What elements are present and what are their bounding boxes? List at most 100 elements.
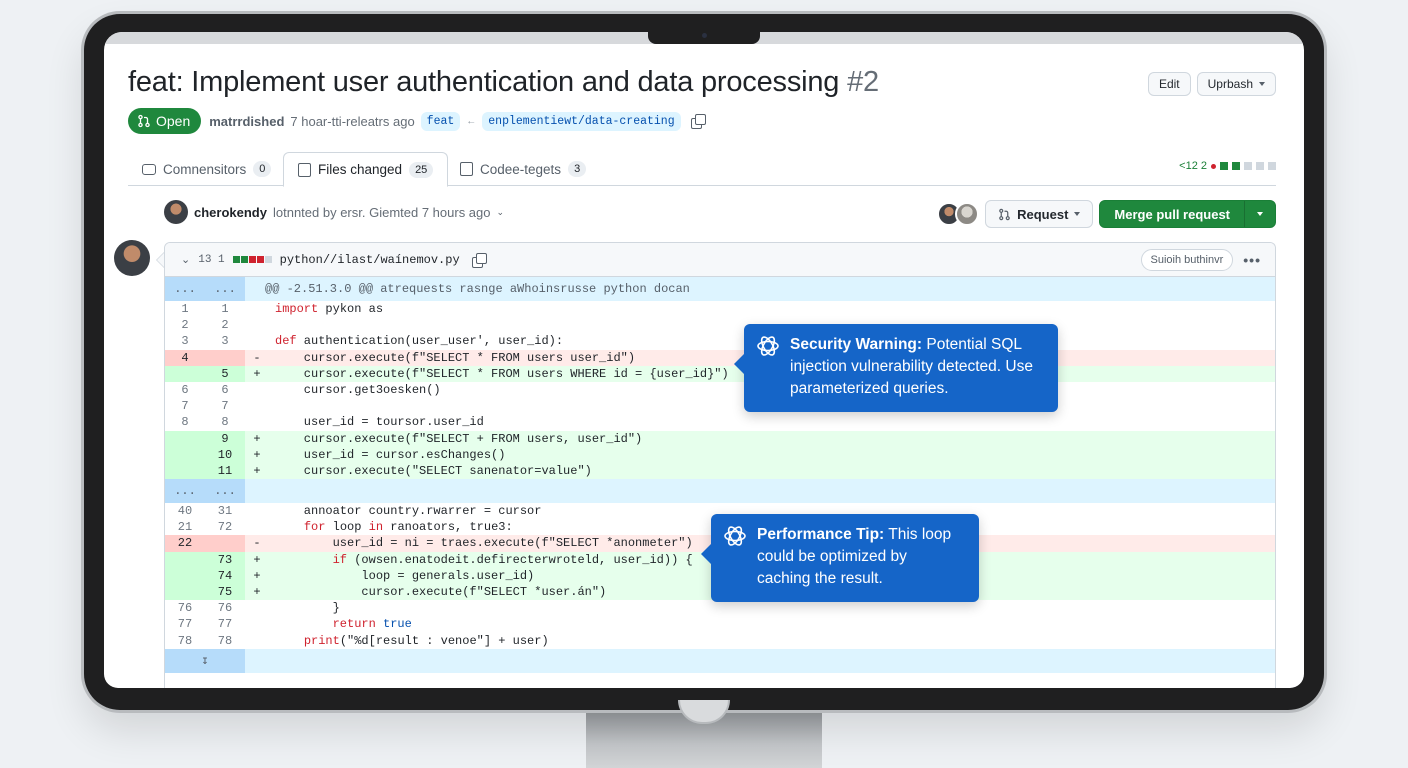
merge-pull-request-button[interactable]: Merge pull request [1100, 201, 1245, 227]
base-branch[interactable]: feat [420, 111, 461, 131]
reviewer-name[interactable]: cherokendy [194, 204, 267, 220]
callout-title: Security Warning: [790, 336, 923, 353]
new-line-number[interactable]: 10 [205, 446, 245, 463]
comment-pointer [156, 252, 164, 268]
edit-label: Edit [1158, 77, 1180, 91]
head-branch[interactable]: enplementiewt/data-creating [482, 111, 681, 131]
page-title: feat: Implement user authentication and … [128, 66, 1276, 99]
copy-path-icon[interactable] [471, 252, 487, 268]
old-line-number[interactable] [165, 462, 205, 480]
new-line-number[interactable] [205, 349, 245, 366]
old-line-number[interactable]: 77 [177, 617, 193, 632]
review-bar: cherokendy lotnnted by ersr. Giemted 7 h… [164, 200, 1276, 228]
performance-tip-callout: Performance Tip: This loop could be opti… [701, 514, 979, 602]
old-line-number[interactable] [165, 567, 205, 584]
merge-area: Request Merge pull request [937, 200, 1276, 228]
old-line-number[interactable] [165, 430, 205, 447]
code-dropdown-button[interactable]: Uprbash [1196, 72, 1276, 96]
new-line-number[interactable]: 7 [221, 399, 229, 414]
expand-below-row[interactable]: ↧ [165, 648, 1275, 673]
expand-down-icon[interactable]: ↧ [165, 648, 245, 673]
tab-label: Codee-tegets [480, 161, 562, 177]
new-line-number[interactable]: 31 [217, 504, 233, 519]
old-line-number[interactable]: 2 [181, 318, 189, 333]
new-line-number[interactable]: 2 [221, 318, 229, 333]
old-line-number[interactable] [165, 446, 205, 463]
collapse-chevron-icon[interactable]: ⌄ [181, 254, 191, 266]
hunk-expander[interactable]: ...... [165, 479, 1275, 504]
merge-label: Merge pull request [1114, 206, 1230, 222]
new-line-number[interactable]: 6 [221, 382, 229, 397]
pr-author-link[interactable]: matrrdished [209, 113, 285, 129]
request-review-button[interactable]: Request [985, 200, 1094, 228]
callout-body: Potential SQL injection vulnerability de… [790, 336, 1033, 397]
hunk-header[interactable]: ...... @@ -2.51.3.0 @@ atrequests rasnge… [165, 277, 1275, 301]
new-line-number[interactable]: 74 [205, 567, 245, 584]
old-line-number[interactable]: 21 [177, 520, 193, 535]
edit-button[interactable]: Edit [1147, 72, 1191, 96]
tab-commits[interactable]: Codee-tegets 3 [446, 152, 600, 186]
new-line-number[interactable]: 73 [205, 551, 245, 568]
old-line-number[interactable]: 76 [177, 601, 193, 616]
old-line-number[interactable]: 6 [181, 382, 189, 397]
hunk-expand-gutter[interactable]: ...... [165, 277, 245, 301]
avatar[interactable] [955, 202, 980, 226]
avatar[interactable] [164, 200, 188, 224]
file-actions: Suioih buthinvr ••• [1140, 249, 1262, 271]
new-line-number[interactable]: 77 [217, 617, 233, 632]
new-line-number[interactable]: 76 [217, 601, 233, 616]
tab-label: Files changed [318, 162, 403, 177]
file-action-button[interactable]: Suioih buthinvr [1140, 249, 1234, 271]
comment-avatar[interactable] [114, 240, 150, 276]
added-line: 10+ user_id = cursor.esChanges() [165, 446, 1275, 463]
more-options-icon[interactable]: ••• [1243, 252, 1261, 268]
tab-conversation[interactable]: Comnensitors 0 [128, 152, 285, 186]
new-line-number[interactable]: 72 [217, 520, 233, 535]
tab-files-changed[interactable]: Files changed 25 [283, 152, 449, 187]
diff-sign: + [253, 568, 261, 583]
old-line-number[interactable] [165, 584, 205, 601]
diff-sign [245, 616, 269, 632]
diff-sign: - [253, 350, 261, 365]
diffstat-bar [240, 256, 248, 263]
code-line: cursor.execute("SELECT sanenator=value") [275, 463, 592, 478]
new-line-number[interactable]: 8 [221, 415, 229, 430]
chevron-down-icon[interactable]: ⌄ [496, 206, 505, 217]
new-line-number[interactable]: 75 [205, 584, 245, 601]
old-line-number[interactable]: 22 [165, 535, 205, 552]
new-line-number[interactable] [205, 535, 245, 552]
old-line-number[interactable]: 1 [181, 302, 189, 316]
merge-options-button[interactable] [1245, 201, 1275, 227]
old-line-number[interactable]: 4 [165, 349, 205, 366]
new-line-number[interactable]: 1 [221, 302, 229, 316]
file-name[interactable]: python//ilast/waínemov.py [279, 252, 460, 267]
old-line-number[interactable]: 8 [181, 415, 189, 430]
new-line-number[interactable]: 5 [205, 365, 245, 382]
new-line-number[interactable]: 9 [205, 430, 245, 447]
camera-notch [648, 30, 760, 44]
deletion-dot-icon [1211, 163, 1216, 169]
old-line-number[interactable]: 40 [177, 504, 193, 519]
old-line-number[interactable]: 7 [181, 399, 189, 414]
request-label: Request [1017, 206, 1069, 222]
diffstat-bar [1220, 162, 1228, 170]
old-line-number[interactable]: 78 [177, 633, 193, 648]
code-line: user_id = cursor.esChanges() [275, 447, 506, 462]
hunk-expand-gutter[interactable]: ...... [165, 479, 245, 504]
file-diff-icon [298, 162, 311, 177]
tab-counter: 25 [409, 161, 434, 178]
old-line-number[interactable]: 3 [181, 334, 189, 349]
new-line-number[interactable]: 3 [221, 334, 229, 349]
old-line-number[interactable] [165, 551, 205, 568]
old-line-number[interactable] [165, 365, 205, 382]
copy-icon[interactable] [690, 114, 706, 129]
tab-counter: 0 [253, 161, 272, 177]
new-line-number[interactable]: 78 [217, 633, 233, 648]
caret-down-icon [1257, 212, 1263, 216]
new-line-number[interactable]: 11 [205, 462, 245, 480]
diff-sign: + [253, 431, 261, 446]
